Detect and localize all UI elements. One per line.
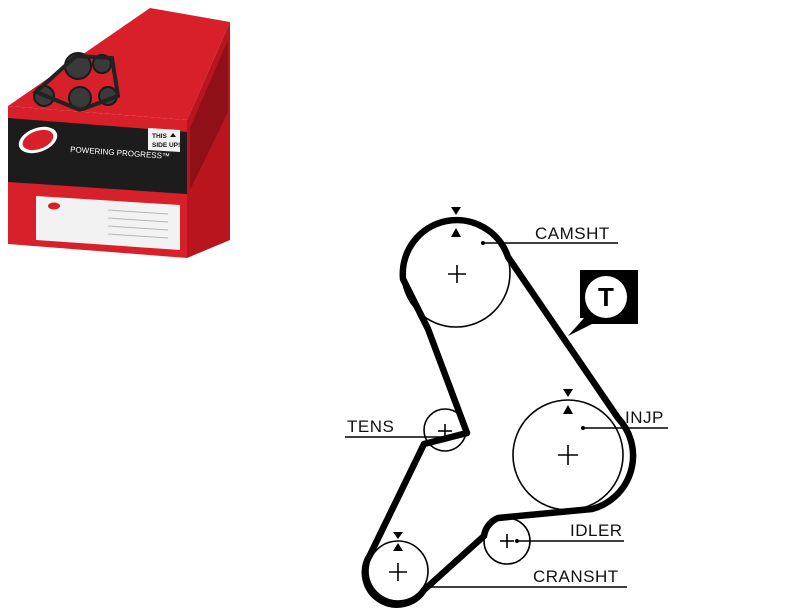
box-top-pulley-art: [32, 52, 121, 113]
cam-mark-outer-icon: [451, 207, 461, 215]
cam-mark-inner-icon: [451, 228, 461, 237]
injp-centre-icon: [558, 445, 578, 465]
crank-mark-outer-icon: [393, 532, 403, 539]
crank-mark-inner-icon: [393, 543, 403, 551]
this-side-up-label: THIS SIDE UP!: [148, 128, 180, 152]
tensioner-badge: T: [568, 270, 638, 336]
camshaft-centre-icon: [448, 265, 466, 283]
idler-centre-icon: [500, 534, 514, 548]
tensioner-badge-letter: T: [598, 282, 614, 312]
up-arrow-icon: [170, 133, 176, 137]
timing-marks: [393, 207, 573, 551]
pulley-centres: [389, 265, 578, 581]
gates-logo: [18, 126, 58, 154]
label-injection-pump: INJP: [625, 408, 664, 427]
crankshaft-centre-icon: [389, 563, 407, 581]
belt-routing-diagram: CAMSHT INJP TENS IDLER CRANSHT T: [345, 207, 668, 608]
injp-mark-outer-icon: [563, 389, 573, 397]
leader-lines: [345, 242, 668, 588]
label-idler: IDLER: [570, 521, 623, 540]
injp-mark-inner-icon: [563, 405, 573, 414]
label-logo-icon: [48, 202, 60, 210]
side-up-line1: THIS: [152, 133, 167, 140]
label-tensioner: TENS: [347, 417, 394, 436]
tensioner-centre-icon: [438, 424, 452, 438]
label-camshaft: CAMSHT: [535, 224, 610, 243]
timing-belt-kit-box: POWERING PROGRESS™ THIS SIDE UP!: [8, 8, 230, 258]
label-crankshaft: CRANSHT: [533, 567, 619, 586]
side-up-line2: SIDE UP!: [152, 142, 180, 149]
box-top-face: [8, 8, 230, 120]
timing-belt: [361, 216, 637, 608]
